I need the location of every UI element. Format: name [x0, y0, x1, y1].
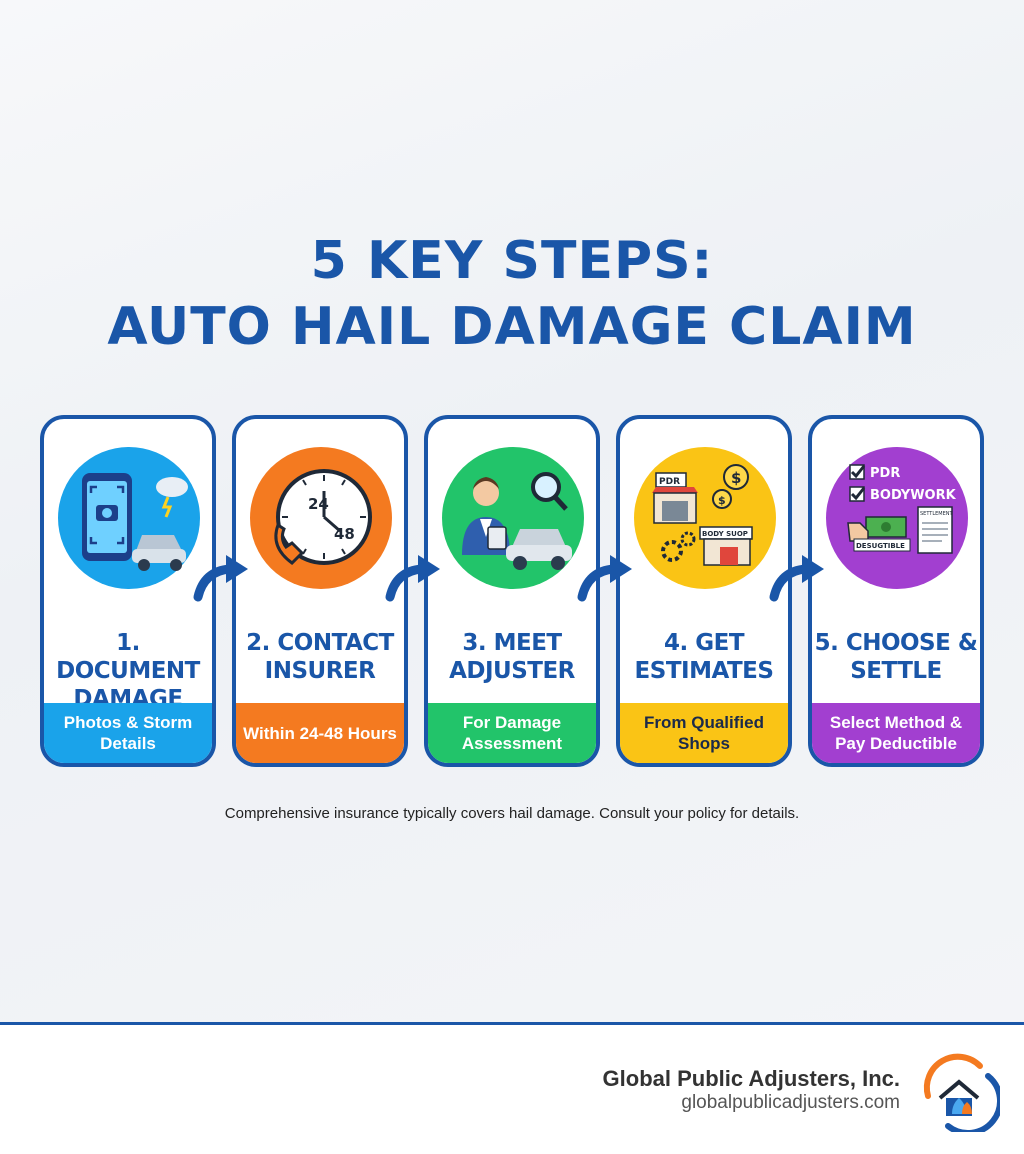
title-line-2: AUTO HAIL DAMAGE CLAIM	[107, 297, 917, 357]
step-title-5: 5. CHOOSE & SETTLE	[814, 630, 978, 684]
step-subtitle-3: For Damage Assessment	[428, 703, 596, 763]
checklist-settlement-icon: PDR BODYWORK SETTLEMENT DESUGTIBLE	[826, 447, 968, 589]
settlement-label: SETTLEMENT	[920, 511, 954, 517]
step-card-5: PDR BODYWORK SETTLEMENT DESUGTIBLE 5. CH…	[808, 415, 984, 767]
phone-camera-car-icon	[58, 447, 200, 589]
company-name: Global Public Adjusters, Inc.	[602, 1066, 900, 1091]
arrow-right-icon	[193, 555, 248, 602]
shops-estimates-icon: PDR $ $ BODY SUOP	[634, 447, 776, 589]
page-title: 5 KEY STEPS: AUTO HAIL DAMAGE CLAIM	[0, 228, 1024, 360]
step-card-1: 1. DOCUMENT DAMAGE Photos & Storm Detail…	[40, 415, 216, 767]
step-title-2: 2. CONTACT INSURER	[246, 630, 394, 684]
step-title-1: 1. DOCUMENT DAMAGE	[56, 630, 200, 712]
step-title-3: 3. MEET ADJUSTER	[449, 630, 575, 684]
pdr-sign-label: PDR	[659, 477, 680, 487]
clock-48-label: 48	[334, 525, 355, 543]
step-subtitle-1: Photos & Storm Details	[44, 703, 212, 763]
company-logo-icon	[923, 1053, 1000, 1132]
step-subtitle-2: Within 24-48 Hours	[236, 703, 404, 763]
svg-text:$: $	[718, 494, 726, 507]
arrow-right-icon	[385, 555, 440, 602]
clock-24-label: 24	[308, 495, 329, 513]
footer-divider	[0, 1022, 1024, 1025]
svg-text:$: $	[731, 469, 741, 487]
arrow-right-icon	[577, 555, 632, 602]
arrow-right-icon	[769, 555, 824, 602]
step-subtitle-4: From Qualified Shops	[620, 703, 788, 763]
step-title-4: 4. GET ESTIMATES	[634, 630, 774, 684]
company-website[interactable]: globalpublicadjusters.com	[681, 1092, 900, 1113]
body-shop-sign-label: BODY SUOP	[702, 530, 748, 538]
footer	[0, 1025, 1024, 1154]
title-line-1: 5 KEY STEPS:	[310, 231, 714, 291]
adjuster-car-icon	[442, 447, 584, 589]
step-card-4: PDR $ $ BODY SUOP 4. GET ESTIMATES From …	[616, 415, 792, 767]
check-pdr-label: PDR	[870, 466, 900, 481]
steps-row: 1. DOCUMENT DAMAGE Photos & Storm Detail…	[40, 415, 984, 767]
check-bodywork-label: BODYWORK	[870, 488, 957, 503]
step-card-2: 24 48 2. CONTACT INSURER Within 24-48 Ho…	[232, 415, 408, 767]
step-card-3: 3. MEET ADJUSTER For Damage Assessment	[424, 415, 600, 767]
footnote: Comprehensive insurance typically covers…	[224, 805, 800, 822]
step-subtitle-5: Select Method & Pay Deductible	[812, 703, 980, 763]
clock-phone-icon: 24 48	[250, 447, 392, 589]
deductible-label: DESUGTIBLE	[856, 542, 905, 550]
